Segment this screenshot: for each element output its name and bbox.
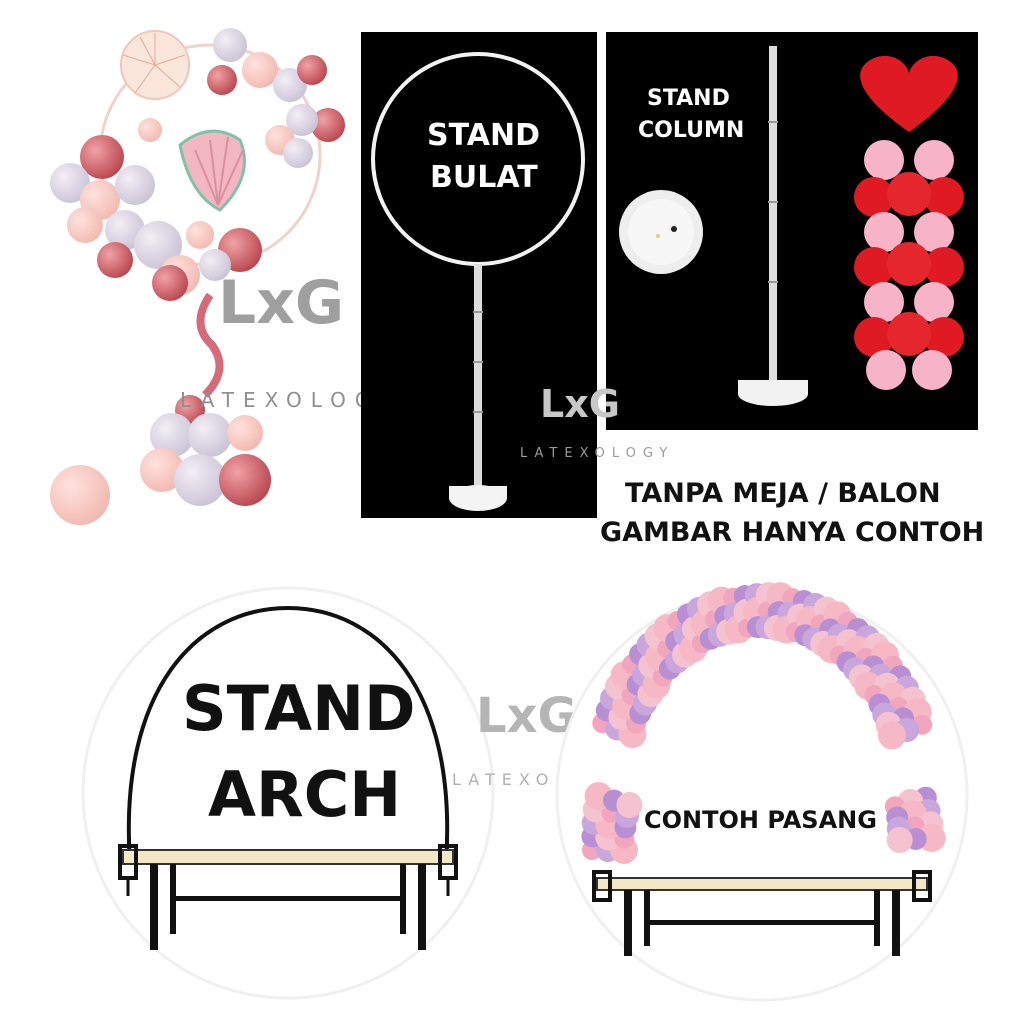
stand-bulat-label-1: STAND	[427, 118, 540, 153]
stand-column-label-1: STAND	[647, 86, 730, 111]
round-stand-image	[371, 52, 585, 511]
stand-arch-label-2: ARCH	[208, 758, 402, 831]
column-stand-image	[619, 46, 964, 406]
watermark-logo: LxG	[218, 268, 345, 338]
stand-arch-label-1: STAND	[182, 672, 416, 745]
stand-bulat-label-2: BULAT	[430, 160, 538, 195]
arch-balloon	[878, 721, 906, 750]
balloon-garland-image	[50, 28, 345, 525]
arch-with-balloons-image	[555, 582, 969, 1002]
arch-stand-image	[81, 586, 495, 1000]
arch-balloon	[616, 792, 643, 818]
arch-balloon	[886, 827, 913, 853]
stand-column-label-2: COLUMN	[638, 118, 745, 143]
watermark-text: LATEXOLOGY	[180, 388, 400, 412]
notice-line-1: TANPA MEJA / BALON	[625, 478, 941, 509]
watermark-logo: LxG	[540, 382, 620, 426]
contoh-pasang-label: CONTOH PASANG	[644, 806, 877, 834]
notice-line-2: GAMBAR HANYA CONTOH	[600, 517, 985, 548]
watermark-logo: LxG	[476, 688, 577, 744]
watermark-text: LATEXOLOGY	[520, 446, 675, 461]
